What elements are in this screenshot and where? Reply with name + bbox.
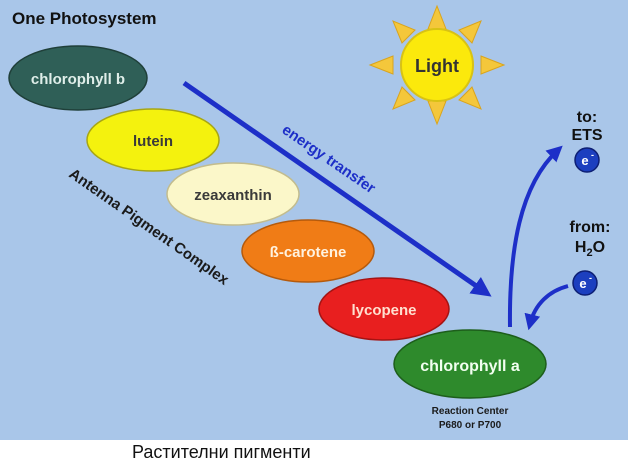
electron-symbol: e [579,276,586,291]
diagram-title: One Photosystem [12,9,157,28]
pigment-chlorophyll-b: chlorophyll b [8,45,148,111]
to-label: to: [577,109,597,126]
electron-in-icon: e - [572,270,598,296]
water-subscript: 2 [586,247,592,259]
electron-in-arrow [524,284,569,331]
ets-label: ETS [571,127,602,144]
reaction-center-label: Reaction Center [432,406,509,417]
electron-out-icon: e - [574,147,600,173]
photosystem-diagram: One Photosystem Light energy transfer An… [0,0,628,440]
water-h: H [575,239,587,256]
reaction-center-sublabel: P680 or P700 [439,420,502,431]
sun-label: Light [415,56,459,76]
electron-out-arrow [507,145,563,328]
from-label: from: [570,219,611,236]
pigment-chlorophyll-a: chlorophyll a [393,329,547,399]
figure-caption: Растителни пигменти [132,442,311,462]
pigment-label: zeaxanthin [194,187,272,204]
pigment-chain: chlorophyll b lutein zeaxanthin ß-carote… [8,45,547,399]
electron-charge: - [591,150,594,160]
water-o: O [593,239,605,256]
pigment-label: ß-carotene [270,244,347,261]
pigment-zeaxanthin: zeaxanthin [166,162,300,226]
pigment-lutein: lutein [86,108,220,172]
electron-charge: - [589,273,592,283]
pigment-lycopene: lycopene [318,277,450,341]
sun-icon: Light [368,4,506,126]
electron-symbol: e [581,153,588,168]
pigment-label: chlorophyll b [31,71,125,88]
pigment-beta-carotene: ß-carotene [241,219,375,283]
energy-transfer-arrow [182,80,492,297]
pigment-label: lycopene [351,302,416,319]
pigment-label: lutein [133,133,173,150]
water-label: H2O [575,239,605,259]
pigment-label: chlorophyll a [420,358,520,375]
